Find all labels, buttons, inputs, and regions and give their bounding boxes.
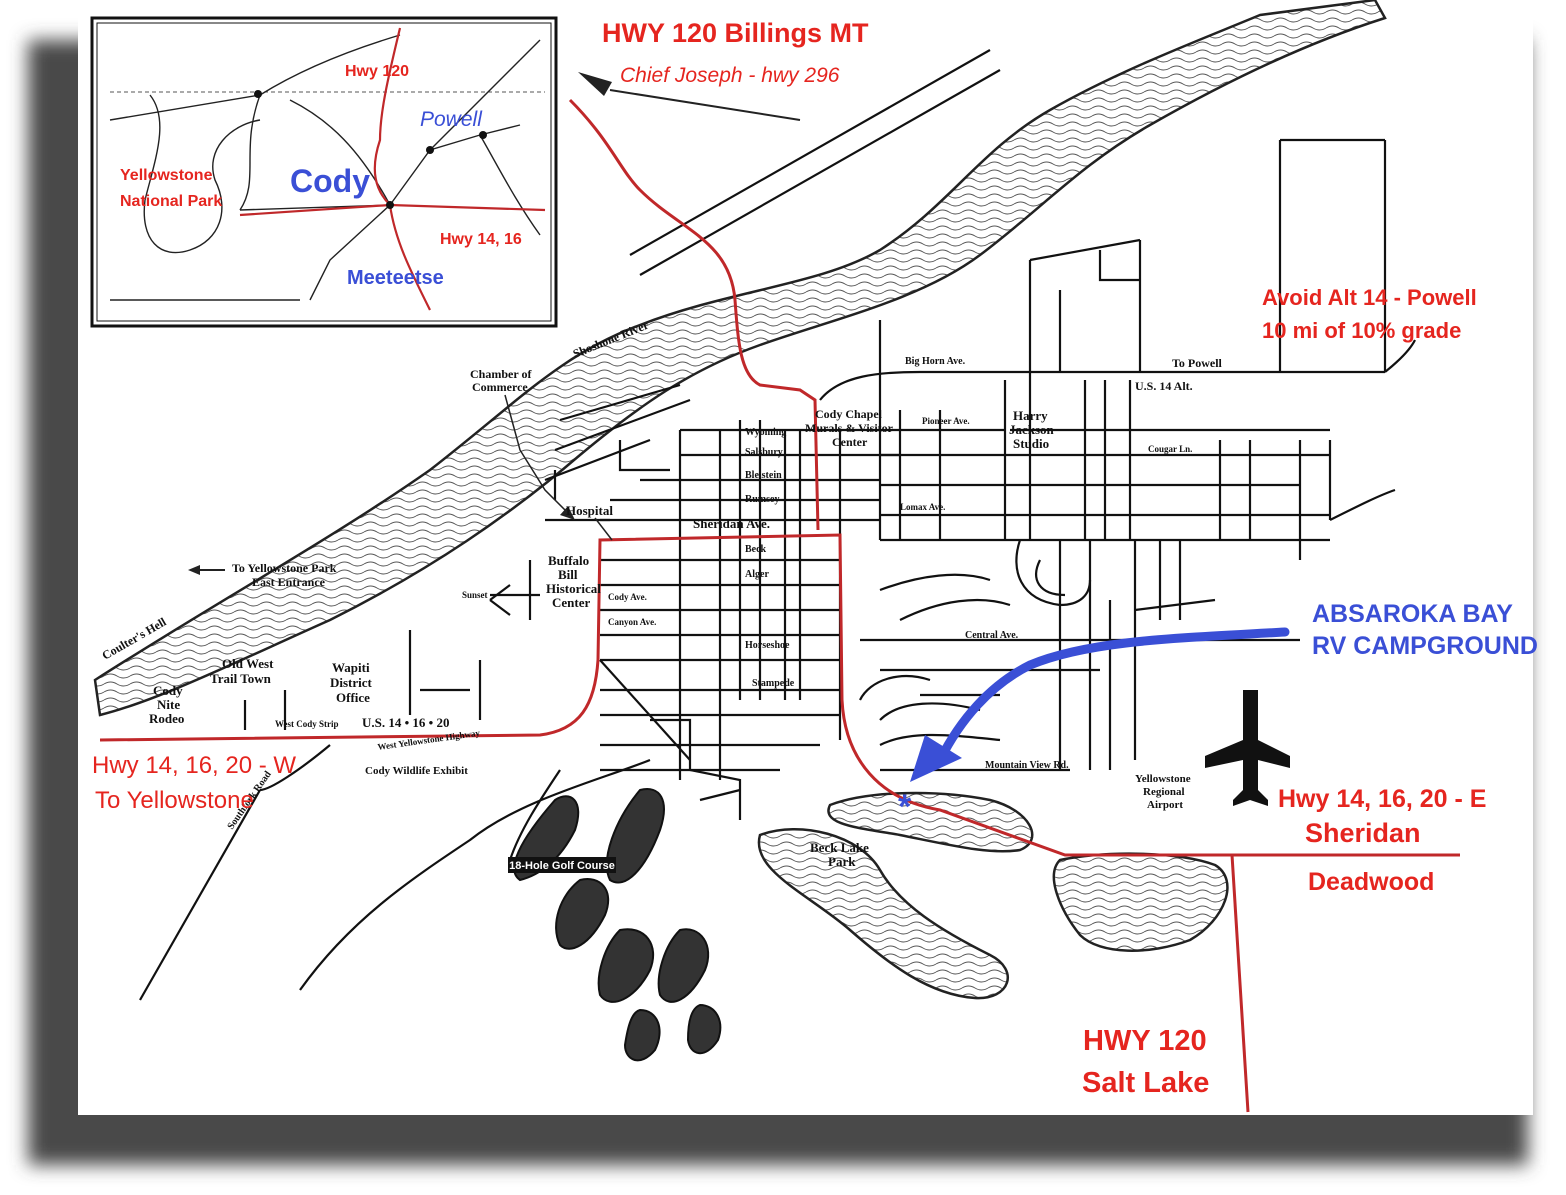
wapiti-label-3: Office — [336, 690, 370, 705]
airport-label-1: Yellowstone — [1135, 773, 1191, 785]
canyon-ave-label: Canyon Ave. — [608, 617, 656, 627]
harry-label-1: Harry — [1013, 408, 1048, 423]
chamber-label-1: Chamber of — [470, 367, 532, 381]
wyoming-label: Wyoming — [745, 427, 786, 438]
annotations: HWY 120 Billings MT Chief Joseph - hwy 2… — [92, 18, 1538, 1099]
chapel-label-1: Cody Chapel — [815, 407, 883, 421]
inset-meeteetse: Meeteetse — [347, 267, 444, 289]
west-label-2: To Yellowstone — [95, 787, 254, 814]
highway-route — [99, 98, 1460, 1113]
to-yellowstone-label-1: To Yellowstone Park — [232, 561, 337, 575]
deadwood-label: Deadwood — [1308, 868, 1434, 896]
beck-lake-west — [757, 828, 1009, 1000]
hwy-120-north — [568, 98, 820, 531]
buffalo-label-1: Buffalo — [548, 553, 589, 568]
pioneer-label: Pioneer Ave. — [922, 416, 970, 426]
beck-lake-park-label-2: Park — [828, 854, 856, 869]
absaroka-label-1: ABSAROKA BAY — [1312, 600, 1513, 628]
airport-label-3: Airport — [1147, 799, 1183, 811]
mountain-view-label: Mountain View Rd. — [985, 760, 1069, 771]
east-label-2: Sheridan — [1305, 818, 1421, 848]
west-cody-strip-label: West Cody Strip — [275, 719, 339, 729]
old-west-label-1: Old West — [222, 656, 274, 671]
buffalo-label-3: Historical — [546, 581, 601, 596]
wildlife-label: Cody Wildlife Exhibit — [365, 765, 468, 777]
sunset-label: Sunset — [462, 590, 488, 600]
chamber-pointer — [504, 394, 575, 520]
hospital-pointer — [594, 517, 613, 541]
alger-label: Alger — [745, 569, 769, 580]
chamber-label-2: Commerce — [472, 380, 528, 394]
bleistein-label: Bleistein — [745, 470, 782, 481]
campground-star-marker: * — [898, 788, 912, 826]
campground-arrow — [910, 627, 1290, 782]
beck-lake-north — [827, 791, 1034, 853]
to-powell-label: To Powell — [1172, 356, 1223, 370]
golf-course-label: 18-Hole Golf Course — [508, 857, 616, 873]
golf-course — [513, 788, 722, 1062]
cody-nite-label-1: Cody — [153, 683, 183, 698]
inset-hwy120: Hwy 120 — [345, 63, 409, 80]
stampede-label: Stampede — [752, 678, 795, 689]
buffalo-label-2: Bill — [558, 567, 578, 582]
cougar-label: Cougar Ln. — [1148, 444, 1192, 454]
arrow-to-billings — [578, 72, 801, 121]
inset-map: Hwy 120 Powell Yellowstone National Park… — [90, 16, 558, 328]
hwy120-billings-label: HWY 120 Billings MT — [602, 18, 869, 48]
beck-lake-park-label-1: Beck Lake — [810, 840, 869, 855]
west-label-1: Hwy 14, 16, 20 - W — [92, 752, 296, 779]
svg-text:18-Hole Golf Course: 18-Hole Golf Course — [509, 860, 615, 872]
airplane-icon — [1205, 690, 1290, 806]
cody-nite-label-2: Nite — [157, 697, 180, 712]
chief-joseph-label: Chief Joseph - hwy 296 — [620, 64, 840, 87]
grade-label: 10 mi of 10% grade — [1262, 318, 1461, 343]
chapel-label-2: Murals & Visitor — [805, 421, 894, 435]
us-14-16-20-loop — [99, 533, 1460, 857]
us14alt-label: U.S. 14 Alt. — [1135, 379, 1193, 393]
east-label-1: Hwy 14, 16, 20 - E — [1278, 785, 1486, 813]
salt-lake-label: Salt Lake — [1082, 1067, 1209, 1099]
hwy120-south-label: HWY 120 — [1083, 1025, 1207, 1057]
salsbury-label: Salsbury — [745, 447, 783, 458]
old-west-label-2: Trail Town — [210, 671, 272, 686]
hospital-label: Hospital — [566, 503, 613, 518]
big-horn-label: Big Horn Ave. — [905, 356, 966, 367]
inset-yellowstone: Yellowstone — [120, 167, 213, 184]
horseshoe-label: Horseshoe — [745, 640, 790, 651]
inset-cody: Cody — [290, 163, 370, 199]
avoid-alt14-label: Avoid Alt 14 - Powell — [1262, 285, 1477, 310]
sheridan-ave-label: Sheridan Ave. — [693, 516, 770, 531]
wapiti-label-1: Wapiti — [332, 660, 370, 675]
to-yellowstone-label-2: East Entrance — [252, 575, 326, 589]
cody-ave-label: Cody Ave. — [608, 592, 647, 602]
cody-nite-label-3: Rodeo — [149, 711, 184, 726]
central-ave-label: Central Ave. — [965, 630, 1019, 641]
lomax-label: Lomax Ave. — [900, 502, 945, 512]
hwy-120-south — [1230, 854, 1250, 1113]
buffalo-label-4: Center — [552, 595, 590, 610]
wapiti-label-2: District — [330, 675, 373, 690]
chapel-label-3: Center — [832, 435, 868, 449]
harry-label-3: Studio — [1013, 436, 1049, 451]
airport-label-2: Regional — [1143, 786, 1185, 798]
inset-hwy1416: Hwy 14, 16 — [440, 231, 522, 248]
beck-st-label: Beck — [745, 544, 767, 555]
shoshone-river — [93, 0, 1387, 717]
rumsey-label: Rumsey — [745, 494, 779, 505]
absaroka-label-2: RV CAMPGROUND — [1312, 632, 1538, 660]
inset-powell: Powell — [420, 108, 483, 131]
arrow-to-yellowstone-park — [188, 565, 225, 575]
us14-16-20-label: U.S. 14 • 16 • 20 — [362, 715, 449, 730]
inset-national-park: National Park — [120, 193, 222, 210]
harry-label-2: Jackson — [1009, 422, 1055, 437]
